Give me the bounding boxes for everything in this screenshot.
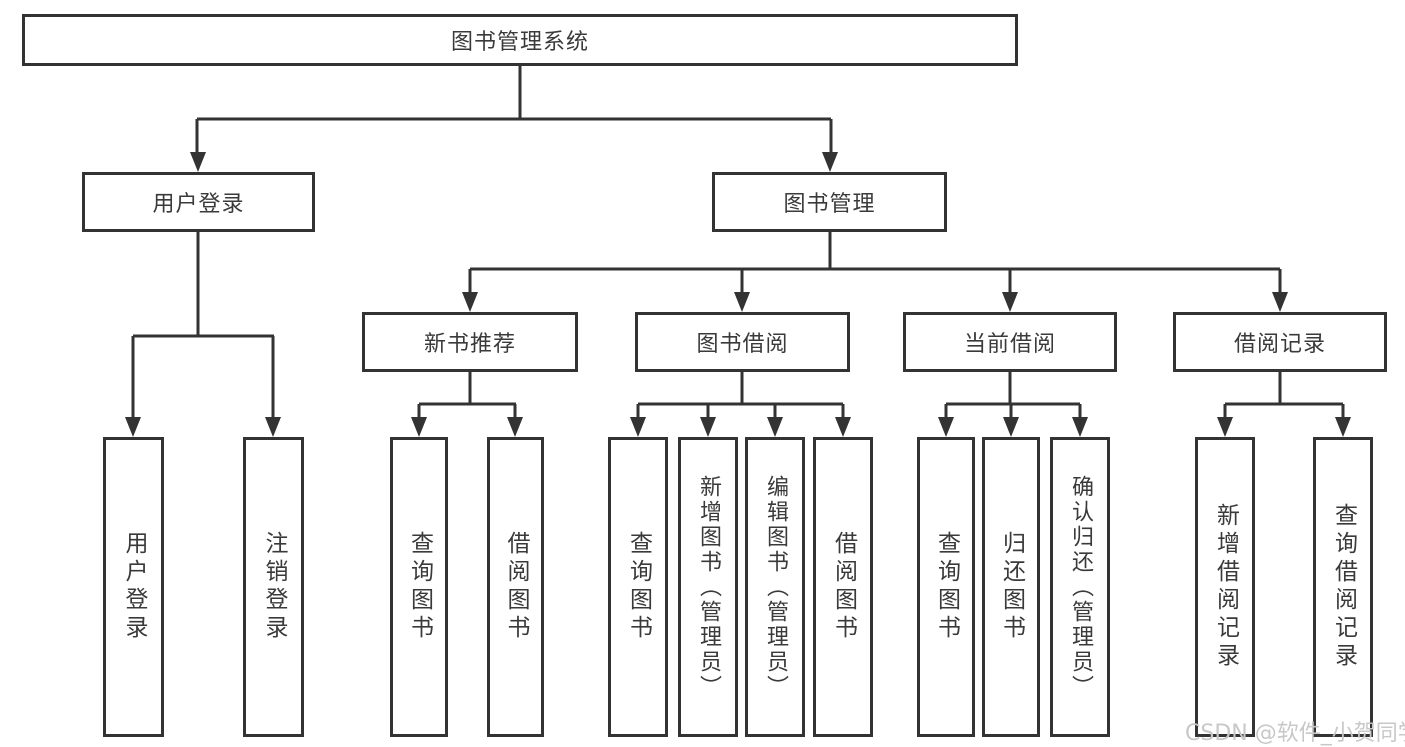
node-add-books-admin: 新增图书（管理员） — [678, 437, 738, 737]
node-edit-books-admin: 编辑图书（管理员） — [745, 437, 805, 737]
watermark: CSDN @软件_小贺同学 — [1185, 721, 1405, 746]
node-query-borrow-record: 查询借阅记录 — [1313, 437, 1373, 737]
connector-login-to-leaves — [131, 232, 275, 418]
arrowhead — [1072, 417, 1088, 437]
node-root: 图书管理系统 — [22, 14, 1018, 66]
connector-mgmt-to-level3 — [468, 232, 1282, 293]
connector-borrow-to-leaves — [636, 372, 845, 418]
node-user-login: 用户登录 — [82, 172, 315, 232]
connector-history-to-leaves — [1223, 372, 1345, 418]
arrowhead — [767, 417, 783, 437]
arrowhead — [1335, 417, 1351, 437]
arrowhead — [734, 292, 750, 312]
node-borrow-books-borrow: 借阅图书 — [813, 437, 873, 737]
arrowhead — [1002, 292, 1018, 312]
arrowhead — [265, 417, 281, 437]
node-return-books: 归还图书 — [982, 437, 1040, 737]
arrowhead — [700, 417, 716, 437]
node-book-management: 图书管理 — [712, 172, 947, 232]
arrowhead — [1217, 417, 1233, 437]
arrowhead — [507, 417, 523, 437]
node-confirm-return-admin: 确认归还（管理员） — [1050, 437, 1110, 737]
arrowhead — [125, 417, 141, 437]
arrowhead — [938, 417, 954, 437]
arrowhead — [630, 417, 646, 437]
node-user-login-leaf: 用户登录 — [103, 437, 164, 737]
arrowhead — [835, 417, 851, 437]
arrowhead — [190, 152, 206, 172]
node-book-borrow: 图书借阅 — [635, 312, 850, 372]
node-query-books-borrow: 查询图书 — [608, 437, 668, 737]
arrowhead — [1003, 417, 1019, 437]
arrowhead — [1272, 292, 1288, 312]
connector-recommend-to-leaves — [417, 372, 517, 418]
node-borrow-records: 借阅记录 — [1173, 312, 1387, 372]
node-logout-leaf: 注销登录 — [243, 437, 304, 737]
node-current-borrow: 当前借阅 — [903, 312, 1117, 372]
arrowhead — [411, 417, 427, 437]
connector-current-to-leaves — [944, 372, 1082, 418]
connector-root-to-level2 — [195, 66, 833, 153]
arrowhead — [822, 152, 838, 172]
node-borrow-books-recommend: 借阅图书 — [487, 437, 544, 737]
node-query-books-current: 查询图书 — [917, 437, 975, 737]
arrowhead — [462, 292, 478, 312]
node-query-books-recommend: 查询图书 — [390, 437, 448, 737]
node-add-borrow-record: 新增借阅记录 — [1195, 437, 1255, 737]
node-new-book-recommend: 新书推荐 — [362, 312, 578, 372]
